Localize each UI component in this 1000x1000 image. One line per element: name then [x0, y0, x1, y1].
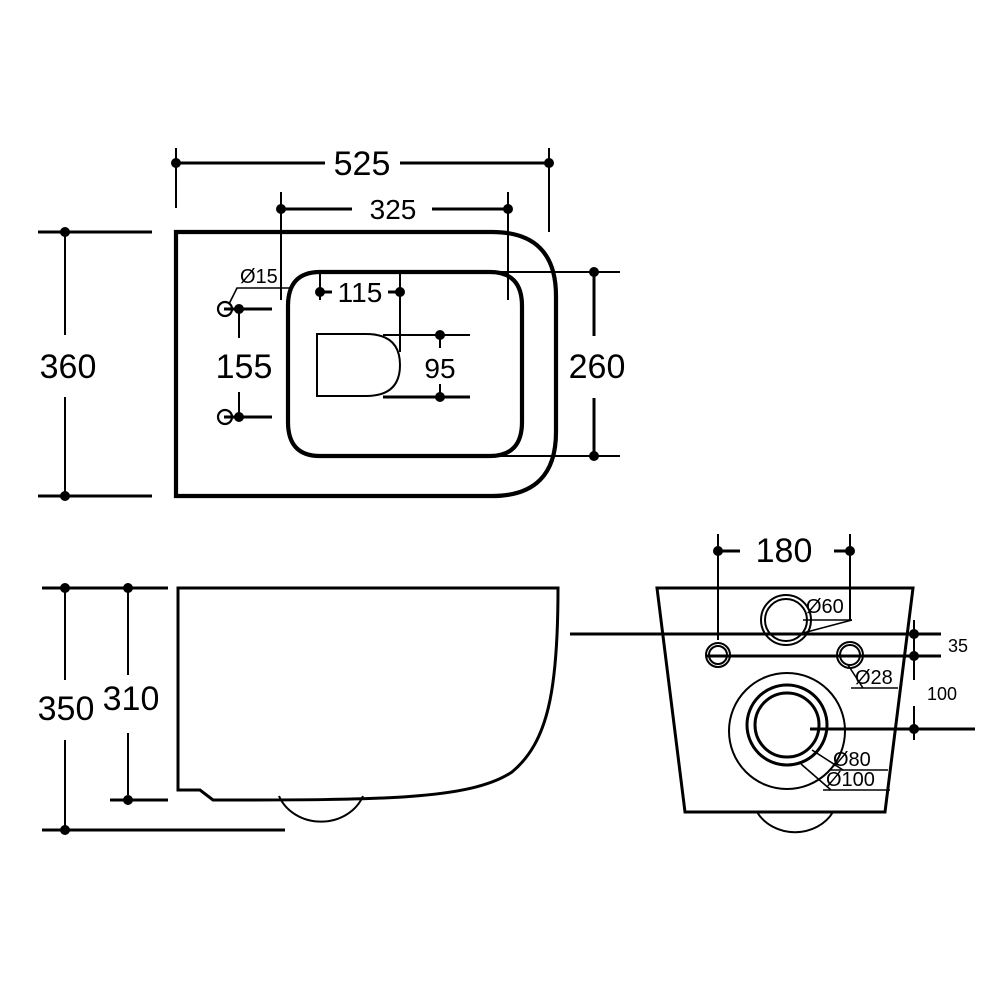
leader-rear-d60: Ø60	[802, 596, 853, 634]
dim-rear-100: 100	[810, 656, 975, 740]
dim-label-310: 310	[103, 680, 160, 718]
rear-view-group: 180 Ø60 Ø28 Ø80	[570, 532, 975, 834]
outlet-outer-ring	[728, 672, 846, 790]
top-view-group: 525 325 360	[38, 145, 625, 501]
dim-top-95: 95	[383, 330, 470, 402]
dim-top-525: 525	[171, 145, 554, 232]
leader-d15	[228, 287, 292, 305]
dim-rear-180: 180	[713, 532, 855, 640]
dim-label-d100: Ø100	[826, 769, 875, 791]
rear-view-body-outline	[655, 586, 915, 814]
dim-side-350: 350	[38, 583, 285, 835]
rear-view-outlet-dome	[756, 811, 834, 834]
dim-top-115: 115	[315, 272, 405, 352]
dim-label-100: 100	[927, 684, 957, 704]
dim-label-d60: Ø60	[806, 596, 844, 618]
dim-label-360: 360	[40, 348, 97, 386]
dim-top-155: 155	[216, 304, 273, 422]
dim-label-d28: Ø28	[855, 667, 893, 689]
side-view-group: 350 310	[38, 583, 560, 835]
leader-rear-d100: Ø100	[800, 763, 890, 791]
side-view-profile	[176, 586, 560, 802]
leader-rear-d80: Ø80	[811, 749, 888, 771]
dim-label-d15: Ø15	[240, 266, 278, 288]
outlet-d80-ring	[753, 691, 821, 759]
dim-rear-35: 35	[570, 620, 968, 670]
top-view-seat-outline	[285, 269, 525, 459]
top-view-bolt-holes: Ø15	[216, 266, 292, 426]
dim-label-155: 155	[216, 348, 273, 386]
dim-top-360: 360	[38, 227, 152, 501]
dim-label-d80: Ø80	[833, 749, 871, 771]
dim-label-350: 350	[38, 690, 95, 728]
rear-waste-outlet	[728, 672, 846, 790]
leader-rear-d28: Ø28	[847, 664, 898, 689]
dim-top-260: 260	[470, 267, 625, 461]
dim-label-115: 115	[338, 277, 383, 308]
dim-label-95: 95	[424, 353, 455, 384]
top-view-bowl-opening	[316, 333, 402, 397]
side-view-outlet-dome	[278, 795, 364, 823]
dim-label-180: 180	[756, 532, 813, 570]
dim-label-325: 325	[370, 194, 417, 225]
outlet-d100-ring	[745, 683, 829, 767]
top-view-body-outline	[173, 229, 559, 499]
dim-side-310: 310	[98, 583, 168, 805]
dim-top-325: 325	[276, 192, 513, 300]
dim-label-260: 260	[569, 348, 626, 386]
dim-label-35: 35	[948, 636, 968, 656]
dim-label-525: 525	[334, 145, 391, 183]
